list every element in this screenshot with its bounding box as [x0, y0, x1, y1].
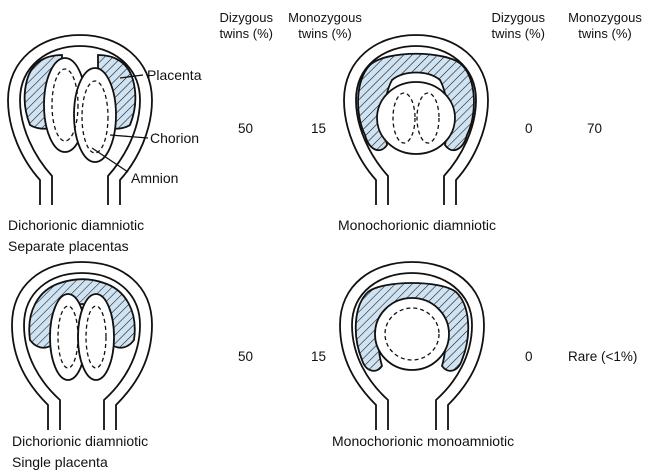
label-amnion: Amnion [131, 170, 178, 186]
label-chorion: Chorion [150, 130, 199, 146]
column-header-monozygous-2: Monozygous twins (%) [568, 10, 642, 41]
row2-monozygous-value-2: Rare (<1%) [568, 349, 637, 364]
svg-text:twins (%): twins (%) [220, 26, 273, 41]
caption-single-placenta: Single placenta [12, 454, 108, 470]
row2-dizygous-value-2: 0 [525, 349, 533, 364]
caption-dichorionic-diamniotic: Dichorionic diamniotic [8, 217, 144, 233]
svg-text:Monozygous: Monozygous [288, 10, 362, 25]
svg-text:twins (%): twins (%) [492, 26, 545, 41]
svg-text:Monozygous: Monozygous [568, 10, 642, 25]
svg-text:twins (%): twins (%) [578, 26, 631, 41]
row2-dizygous-value: 50 [238, 349, 253, 364]
chorion-right [78, 294, 114, 380]
column-header-monozygous-1: Monozygous twins (%) [288, 10, 362, 41]
svg-text:twins (%): twins (%) [298, 26, 351, 41]
caption-dichorionic-diamniotic-2: Dichorionic diamniotic [12, 433, 148, 449]
chorion-leader [110, 135, 148, 138]
column-header-dizygous-2: Dizygous twins (%) [492, 10, 546, 41]
svg-text:Dizygous: Dizygous [220, 10, 274, 25]
figure-monochorionic-monoamniotic [340, 262, 484, 430]
chorion [375, 298, 449, 370]
chorion-right [74, 68, 116, 162]
row1-monozygous-value-2: 70 [587, 121, 602, 136]
column-header-dizygous-1: Dizygous twins (%) [220, 10, 274, 41]
svg-text:Dizygous: Dizygous [492, 10, 546, 25]
caption-separate-placentas: Separate placentas [8, 238, 129, 254]
figure-dichorionic-single-placenta [12, 262, 152, 430]
chorion [377, 82, 455, 154]
caption-monochorionic-diamniotic: Monochorionic diamniotic [338, 217, 496, 233]
row2-monozygous-value: 15 [311, 349, 326, 364]
caption-monochorionic-monoamniotic: Monochorionic monoamniotic [332, 433, 514, 449]
row1-monozygous-value: 15 [311, 121, 326, 136]
label-placenta: Placenta [147, 67, 202, 83]
row1-dizygous-value: 50 [238, 121, 253, 136]
figure-monochorionic-diamniotic [344, 35, 488, 205]
row1-dizygous-value-2: 0 [525, 121, 533, 136]
